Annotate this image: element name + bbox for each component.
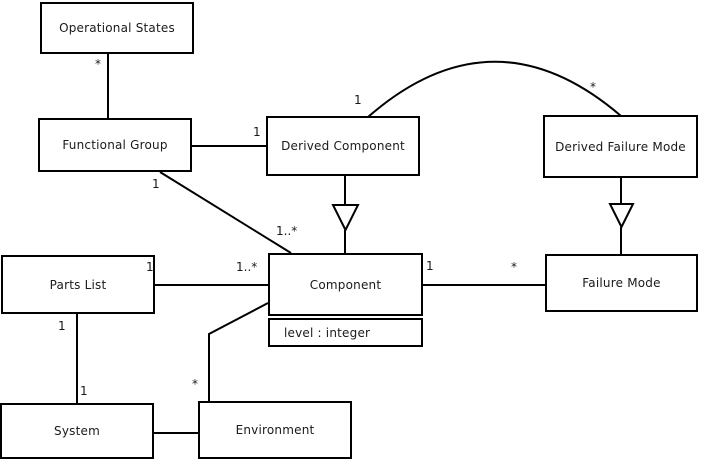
class-component[interactable]: Component xyxy=(268,253,423,316)
class-label: Derived Component xyxy=(281,139,405,153)
attribute-label: level : integer xyxy=(284,325,371,340)
multiplicity-environment-end: * xyxy=(192,377,198,391)
multiplicity-component-end-failuremode: 1 xyxy=(426,259,434,273)
class-functional-group[interactable]: Functional Group xyxy=(38,118,192,172)
multiplicity-arc-derivedfailuremode-end: * xyxy=(590,80,596,94)
multiplicity-partslist-system-top: 1 xyxy=(58,319,66,333)
edge-environment-component xyxy=(208,302,269,401)
class-label: System xyxy=(54,424,100,438)
multiplicity-derivedcomponent-left: 1 xyxy=(253,125,261,139)
class-label: Parts List xyxy=(49,277,107,292)
multiplicity-partslist-system-bottom: 1 xyxy=(80,384,88,398)
class-label: Failure Mode xyxy=(582,276,661,290)
class-label: Component xyxy=(309,277,382,292)
edge-functionalgroup-component xyxy=(159,171,292,254)
class-component-attributes[interactable]: level : integer xyxy=(268,318,423,347)
multiplicity-opstates-end: * xyxy=(95,57,101,71)
multiplicity-component-end-partslist: 1..* xyxy=(236,260,258,274)
multiplicity-arc-derivedcomponent-end: 1 xyxy=(354,93,362,107)
edge-derivedcomponent-derivedfailuremode-arc xyxy=(367,60,622,118)
class-failure-mode[interactable]: Failure Mode xyxy=(545,254,698,312)
multiplicity-failuremode-end: * xyxy=(511,260,517,274)
class-operational-states[interactable]: Operational States xyxy=(40,2,194,54)
class-label: Functional Group xyxy=(62,138,168,152)
multiplicity-component-end-diagonal: 1..* xyxy=(276,224,298,238)
class-label: Environment xyxy=(235,423,315,437)
class-parts-list[interactable]: Parts List xyxy=(1,255,155,314)
class-derived-component[interactable]: Derived Component xyxy=(266,116,420,176)
generalization-triangle-icon xyxy=(608,203,635,230)
multiplicity-functionalgroup-end: 1 xyxy=(152,177,160,191)
class-derived-failure-mode[interactable]: Derived Failure Mode xyxy=(543,115,698,178)
class-system[interactable]: System xyxy=(0,403,154,459)
multiplicity-partslist-end: 1 xyxy=(146,260,154,274)
generalization-triangle-icon xyxy=(331,204,360,233)
class-environment[interactable]: Environment xyxy=(198,401,352,459)
class-label: Derived Failure Mode xyxy=(555,139,686,154)
class-label: Operational States xyxy=(59,21,175,35)
